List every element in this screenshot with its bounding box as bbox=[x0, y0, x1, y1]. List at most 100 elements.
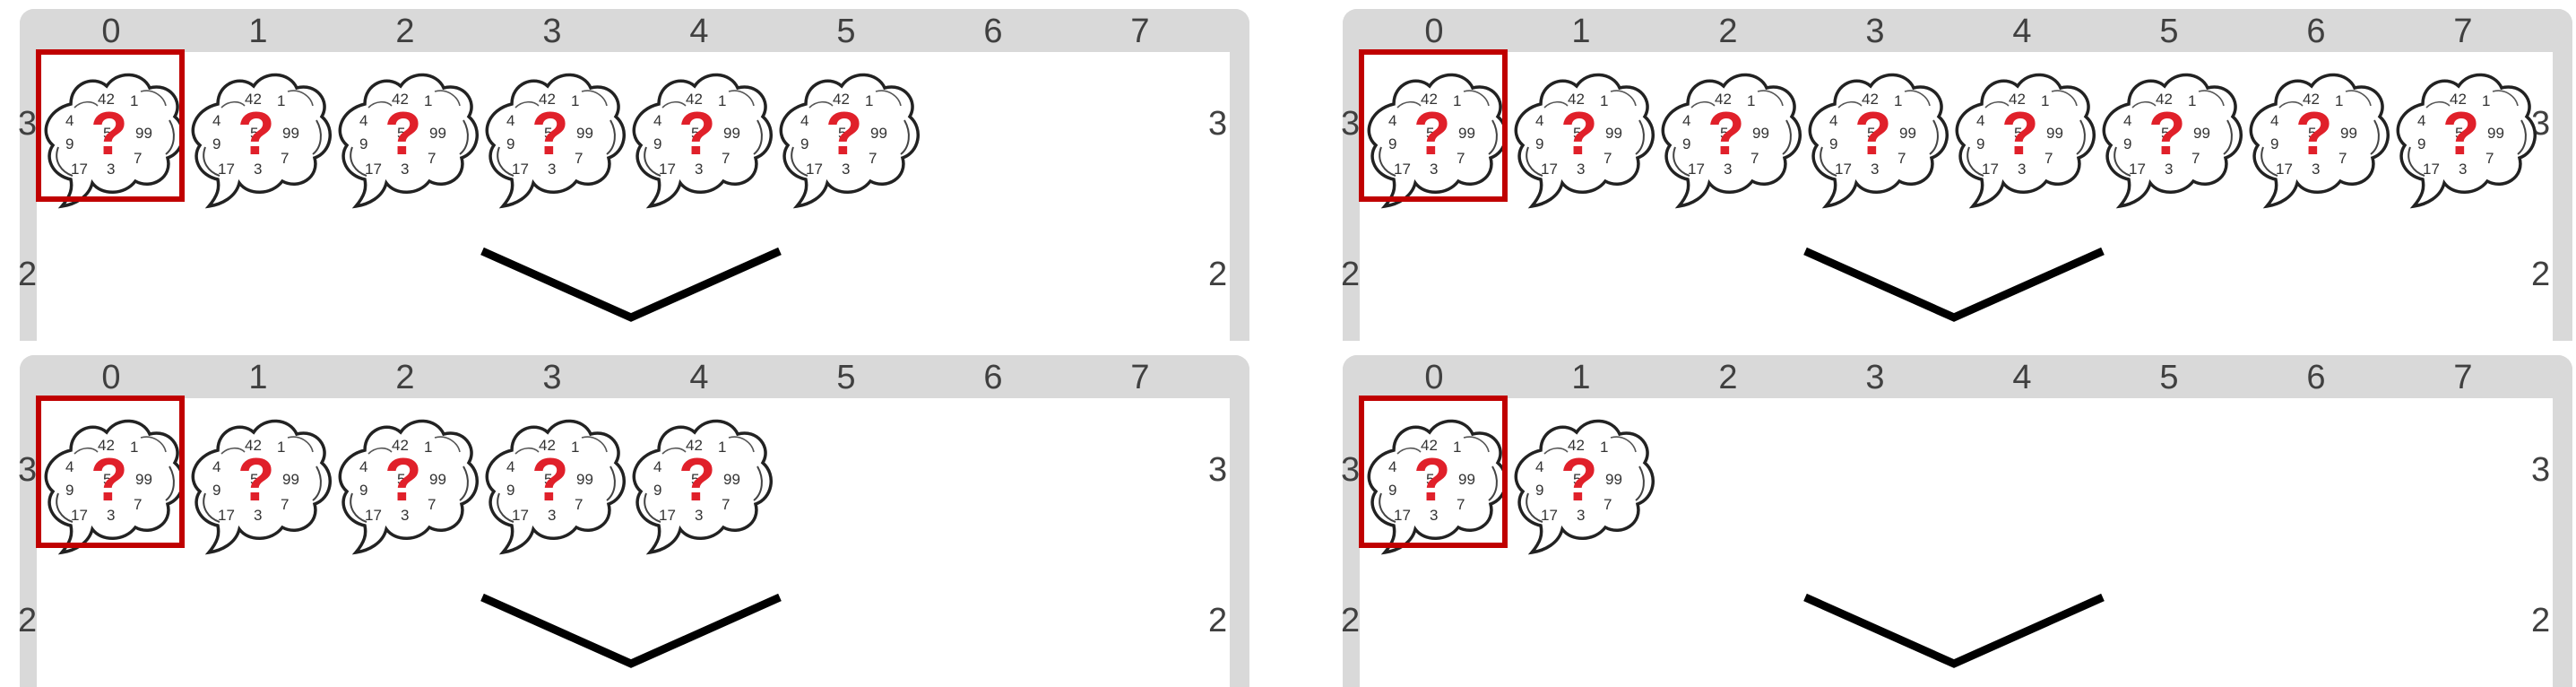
cloud-number: 7 bbox=[428, 150, 436, 167]
cloud-number: 7 bbox=[722, 150, 730, 167]
cloud-number: 42 bbox=[1568, 437, 1585, 454]
cloud-number: 3 bbox=[107, 161, 115, 178]
cloud-number: 17 bbox=[365, 507, 382, 524]
cloud-number: 4 bbox=[1388, 458, 1396, 475]
cloud-number: 42 bbox=[2303, 91, 2320, 108]
cloud-number: 99 bbox=[2487, 125, 2504, 142]
cloud-number: 9 bbox=[65, 482, 73, 499]
cloud-number: 42 bbox=[392, 91, 409, 108]
selection-box bbox=[36, 396, 185, 548]
column-label-6: 6 bbox=[983, 359, 1003, 396]
cloud-number: 42 bbox=[2450, 91, 2467, 108]
cloud-number: 5 bbox=[691, 125, 699, 142]
cloud-number: 99 bbox=[135, 471, 152, 488]
cloud-number: 99 bbox=[1605, 471, 1622, 488]
cloud-number: 99 bbox=[576, 471, 593, 488]
question-mark-icon: ? bbox=[385, 446, 422, 514]
cloud-number: 4 bbox=[212, 112, 220, 129]
cloud-number: 5 bbox=[2014, 125, 2022, 142]
cloud-number: 1 bbox=[1600, 92, 1608, 109]
chevron-down-icon bbox=[1803, 593, 2105, 668]
row-label-lower-right: 2 bbox=[1208, 256, 1228, 293]
cloud-number: 3 bbox=[254, 161, 262, 178]
cloud-number: 1 bbox=[1453, 92, 1461, 109]
cloud-number: 3 bbox=[1430, 161, 1438, 178]
cloud-number: 9 bbox=[506, 135, 514, 152]
cloud-number: 1 bbox=[277, 92, 285, 109]
cloud-number: 9 bbox=[653, 135, 661, 152]
column-label-1: 1 bbox=[248, 359, 268, 396]
row-label-upper-right: 3 bbox=[1208, 105, 1228, 143]
thought-cloud-icon: 42 1 4 99 9 17 3 7 5 ? bbox=[623, 61, 775, 213]
row-label-lower-right: 2 bbox=[1208, 602, 1228, 639]
cloud-number: 17 bbox=[218, 507, 235, 524]
cloud-number: 42 bbox=[98, 437, 115, 454]
cloud-number: 9 bbox=[1388, 482, 1396, 499]
cloud-number: 9 bbox=[1535, 482, 1543, 499]
cloud-number: 1 bbox=[718, 92, 726, 109]
cloud-number: 7 bbox=[575, 150, 583, 167]
cloud-number: 42 bbox=[539, 91, 556, 108]
cloud-number: 17 bbox=[1688, 161, 1705, 178]
left-rail bbox=[20, 9, 37, 341]
thought-cloud-icon: 42 1 4 99 9 17 3 7 5 ? bbox=[2240, 61, 2392, 213]
cloud-number: 5 bbox=[103, 471, 111, 488]
cloud-number: 17 bbox=[2129, 161, 2146, 178]
cloud-number: 4 bbox=[359, 112, 367, 129]
cloud-number: 3 bbox=[1577, 161, 1585, 178]
cloud-number: 5 bbox=[1426, 125, 1434, 142]
cloud-number: 5 bbox=[838, 125, 846, 142]
cloud-number: 3 bbox=[401, 161, 409, 178]
column-label-5: 5 bbox=[2159, 359, 2179, 396]
column-label-6: 6 bbox=[983, 13, 1003, 50]
cloud-number: 99 bbox=[1458, 471, 1475, 488]
column-label-4: 4 bbox=[689, 359, 709, 396]
cloud-number: 17 bbox=[1394, 161, 1411, 178]
column-label-4: 4 bbox=[2012, 13, 2032, 50]
cloud-number: 3 bbox=[2165, 161, 2173, 178]
column-header-bar bbox=[20, 355, 1249, 398]
row-label-upper-right: 3 bbox=[1208, 451, 1228, 489]
column-header-bar bbox=[20, 9, 1249, 52]
cloud-number: 17 bbox=[659, 507, 676, 524]
cloud-number: 7 bbox=[2191, 150, 2200, 167]
column-label-3: 3 bbox=[1865, 13, 1885, 50]
cloud-number: 1 bbox=[130, 439, 138, 456]
cloud-number: 99 bbox=[870, 125, 887, 142]
cloud-number: 9 bbox=[2417, 135, 2425, 152]
column-label-5: 5 bbox=[2159, 13, 2179, 50]
chevron-down-icon bbox=[480, 593, 782, 668]
cell-row: 42 1 4 99 9 17 3 7 5 ? 42 1 4 99 9 17 3 … bbox=[1343, 355, 2572, 687]
cloud-number: 3 bbox=[107, 507, 115, 524]
cloud-number: 42 bbox=[2009, 91, 2026, 108]
left-rail bbox=[1343, 355, 1360, 687]
cloud-number: 1 bbox=[571, 439, 579, 456]
thought-cloud-icon: 42 1 4 99 9 17 3 7 5 ? bbox=[476, 61, 628, 213]
column-label-0: 0 bbox=[1424, 359, 1444, 396]
cloud-number: 99 bbox=[1605, 125, 1622, 142]
cloud-number: 3 bbox=[254, 507, 262, 524]
cloud-number: 4 bbox=[212, 458, 220, 475]
cloud-number: 5 bbox=[544, 471, 552, 488]
cloud-number: 7 bbox=[2338, 150, 2347, 167]
cloud-number: 3 bbox=[1430, 507, 1438, 524]
row-label-lower-left: 2 bbox=[18, 256, 38, 293]
cloud-number: 9 bbox=[359, 482, 367, 499]
cloud-number: 9 bbox=[1976, 135, 1984, 152]
thought-cloud-icon: 42 1 4 99 9 17 3 7 5 ? bbox=[35, 61, 187, 213]
cloud-number: 4 bbox=[2417, 112, 2425, 129]
question-mark-icon: ? bbox=[1560, 100, 1598, 168]
cloud-number: 99 bbox=[2340, 125, 2357, 142]
cloud-number: 17 bbox=[806, 161, 823, 178]
column-header-bar bbox=[1343, 9, 2572, 52]
thought-cloud-icon: 42 1 4 99 9 17 3 7 5 ? bbox=[1505, 61, 1657, 213]
column-label-2: 2 bbox=[395, 13, 415, 50]
cloud-number: 1 bbox=[2188, 92, 2196, 109]
column-label-5: 5 bbox=[836, 359, 856, 396]
cloud-number: 5 bbox=[1426, 471, 1434, 488]
question-mark-icon: ? bbox=[238, 446, 275, 514]
cloud-number: 7 bbox=[869, 150, 877, 167]
